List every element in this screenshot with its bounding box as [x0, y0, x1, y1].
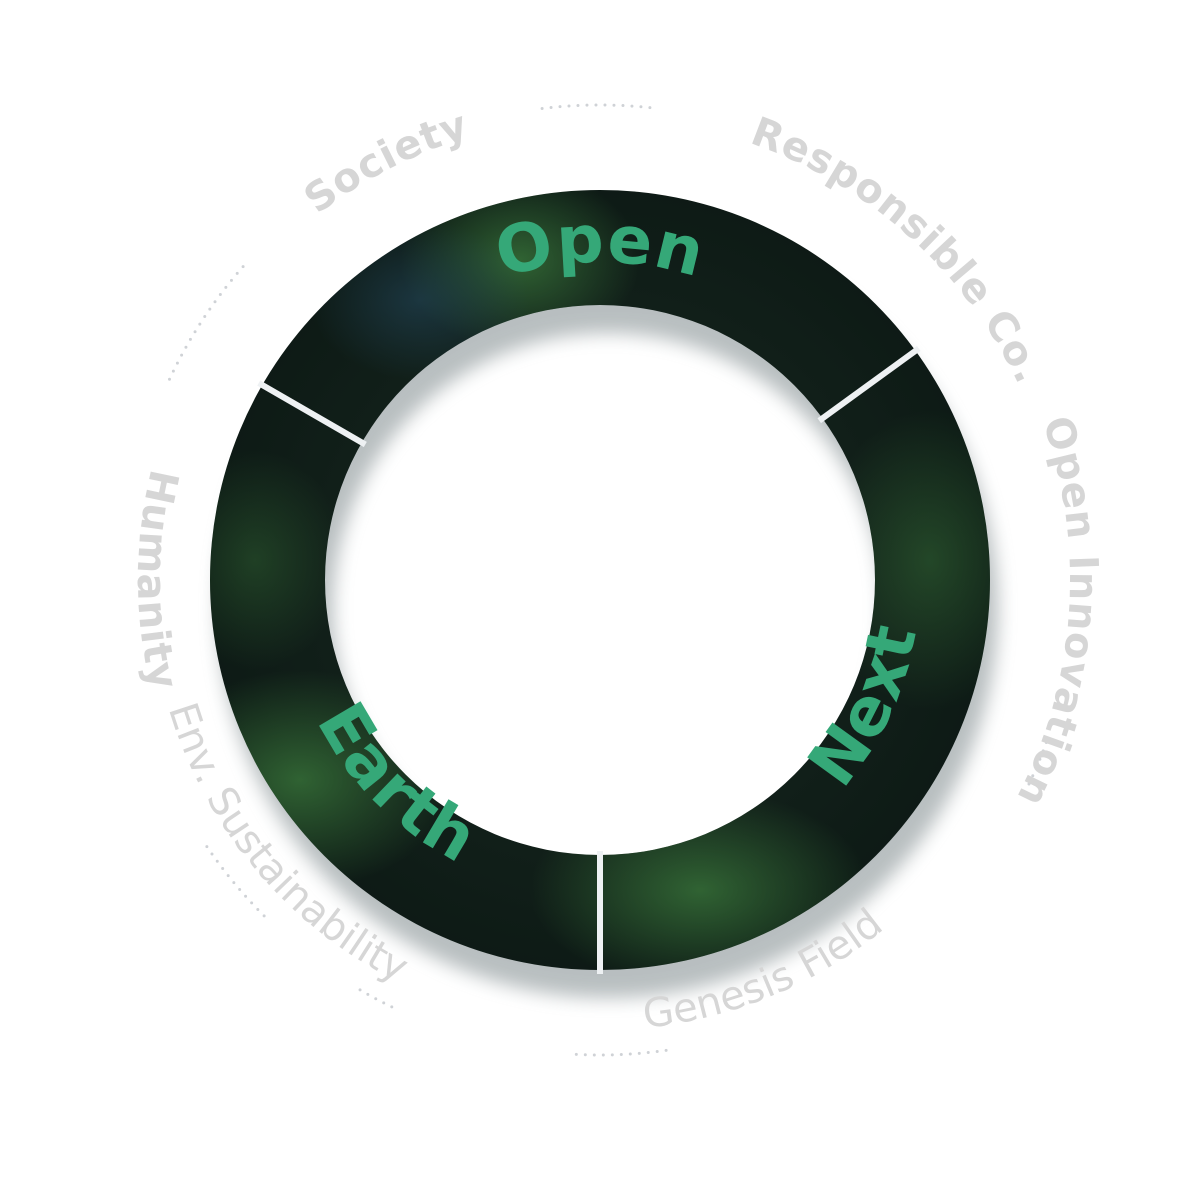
dotted-arc-left-upper: [168, 260, 249, 381]
outer-dotted-ring: [168, 103, 1048, 1057]
outer-label-society: Society: [296, 102, 474, 222]
dotted-arc-bottom: [573, 1048, 668, 1057]
segment-dividers: [257, 345, 921, 974]
dotted-arc-top: [540, 103, 660, 111]
dotted-arc-right-lower: [353, 985, 394, 1009]
glow-left: [210, 450, 345, 670]
divider-open-next: [817, 345, 921, 424]
outer-label-open-innovation: Open Innovation: [1007, 411, 1106, 814]
dotted-arc-right-upper: [1021, 740, 1048, 798]
dotted-arc-left-lower: [204, 844, 266, 918]
segment-label-open: Open: [488, 200, 712, 292]
outer-label-humanity: Humanity: [128, 466, 187, 694]
divider-earth-open: [257, 380, 367, 448]
